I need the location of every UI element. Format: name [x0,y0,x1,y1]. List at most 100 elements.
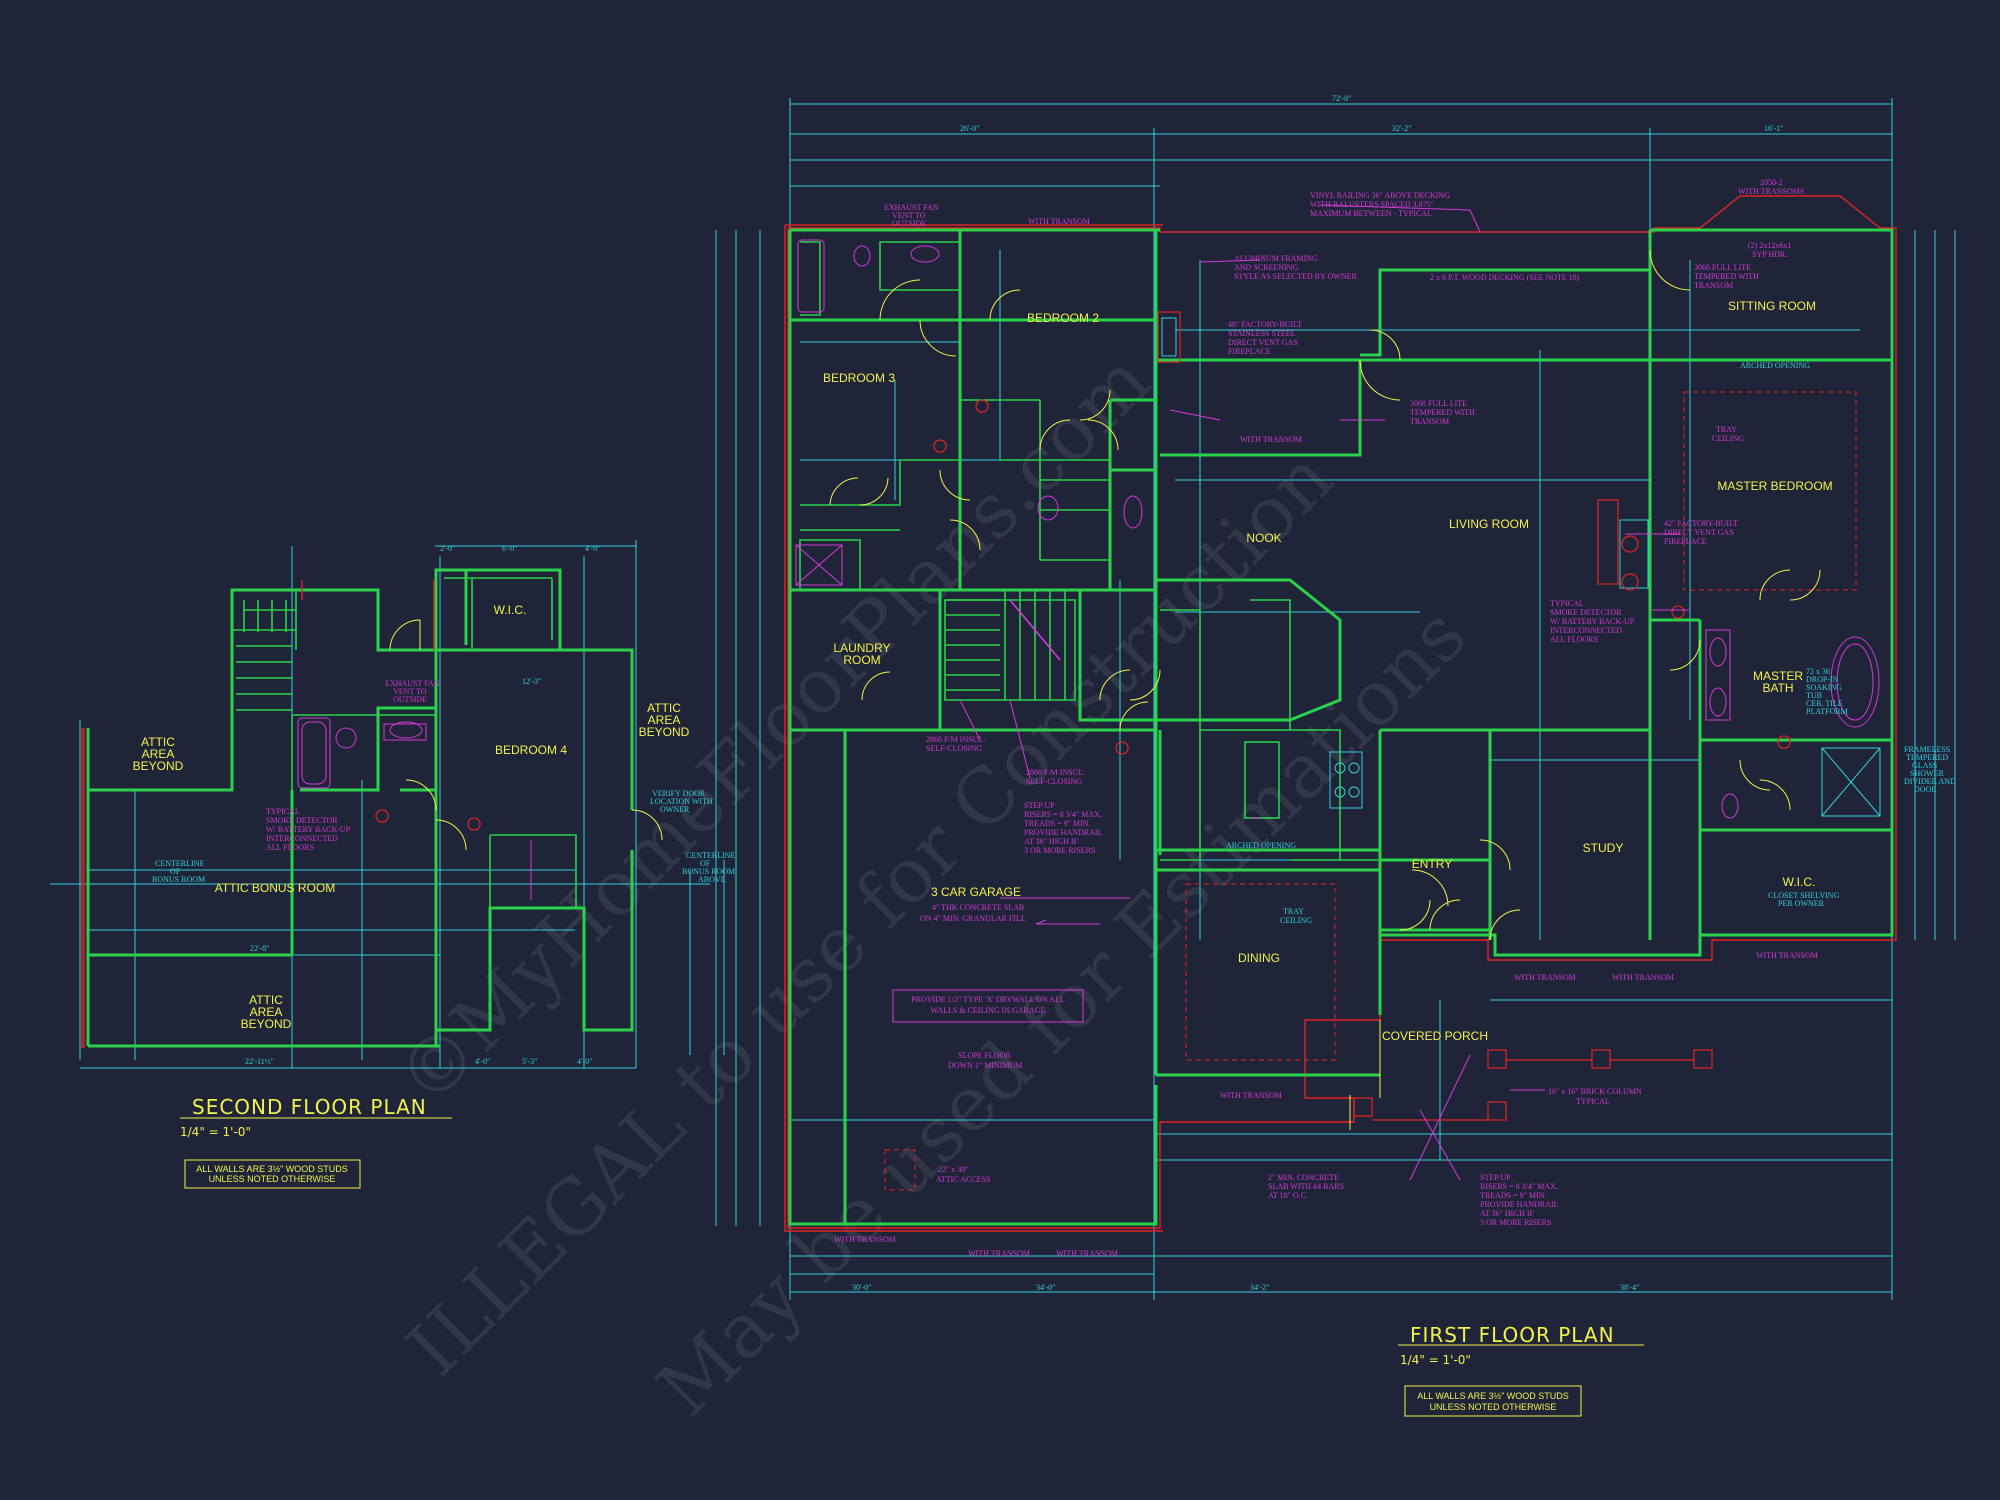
svg-text:STEP UP: STEP UP [1024,801,1055,810]
attic-right-line3: BEYOND [639,725,690,739]
svg-text:VINYL RAILING 36" ABOVE DECKIN: VINYL RAILING 36" ABOVE DECKING [1310,191,1450,200]
dim-bottom-a: 30'-0" [852,1283,871,1292]
second-floor-note-line2: UNLESS NOTED OTHERWISE [209,1174,336,1184]
svg-text:TYPICAL: TYPICAL [1576,1097,1610,1106]
first-floor-plan: 72'-8" 26'-0" 32'-2" 16'-1" 30'-0" 34'-0… [715,94,1956,1417]
first-floor-title: FIRST FLOOR PLAN [1410,1323,1615,1347]
master-bath-line1: MASTER [1753,669,1803,683]
svg-text:STEP UP: STEP UP [1480,1173,1511,1182]
decking-note: 2 x 6 P.T. WOOD DECKING (SEE NOTE 18) [1430,273,1580,282]
svg-text:4" THK CONCRETE SLAB: 4" THK CONCRETE SLAB [932,903,1024,912]
svg-text:DOWN 1" MINIMUM: DOWN 1" MINIMUM [948,1061,1022,1070]
covered-porch-label: COVERED PORCH [1382,1029,1488,1043]
svg-text:PROVIDE HANDRAIL: PROVIDE HANDRAIL [1480,1200,1559,1209]
svg-text:SLAB WITH #4 BARS: SLAB WITH #4 BARS [1268,1182,1344,1191]
svg-text:SELF-CLOSING: SELF-CLOSING [926,744,982,753]
svg-text:FIREPLACE: FIREPLACE [1228,347,1271,356]
svg-text:EXHAUST FAN: EXHAUST FAN [884,203,939,212]
svg-text:INTERCONNECTED: INTERCONNECTED [1550,626,1622,635]
svg-text:TRANSOM: TRANSOM [1694,281,1733,290]
svg-text:DIVIDER AND: DIVIDER AND [1904,777,1956,786]
svg-text:2'-0": 2'-0" [440,544,455,553]
svg-text:CENTERLINE: CENTERLINE [686,851,735,860]
svg-text:TREADS = 9" MIN.: TREADS = 9" MIN. [1024,819,1090,828]
svg-text:TRAY: TRAY [1716,425,1737,434]
svg-text:16" x 16" BRICK COLUMN: 16" x 16" BRICK COLUMN [1548,1087,1642,1096]
svg-text:3068 FULL LITE: 3068 FULL LITE [1410,399,1467,408]
svg-text:W/ BATTERY BACK-UP: W/ BATTERY BACK-UP [1550,617,1635,626]
svg-text:ALL FLOORS: ALL FLOORS [1550,635,1598,644]
svg-text:DROP-IN: DROP-IN [1806,675,1839,684]
svg-text:CEILING: CEILING [1280,916,1312,925]
svg-text:AND SCREENING: AND SCREENING [1234,263,1298,272]
dim-seg-a: 26'-0" [960,124,979,133]
svg-text:VENT TO: VENT TO [892,211,926,220]
svg-text:2" MIN. CONCRETE: 2" MIN. CONCRETE [1268,1173,1339,1182]
svg-text:TYPICAL: TYPICAL [1550,599,1584,608]
svg-text:OF: OF [170,867,181,876]
dim-bottom-c: 34'-2" [1250,1283,1269,1292]
closet-note: CLOSET SHELVING PER OWNER [1768,891,1840,908]
svg-text:BONUS ROOM: BONUS ROOM [682,867,735,876]
dim-seg-c: 16'-1" [1764,124,1783,133]
door-insul-note-2: 2868 F/M INSUL. SELF-CLOSING [1026,768,1085,786]
attic-bottom-line3: BEYOND [241,1017,292,1031]
sitting-size-note: (2) 2x12x6x1 SYP HDR. [1748,241,1791,259]
svg-text:AT 18" O.C.: AT 18" O.C. [1268,1191,1308,1200]
attic-right-line2: AREA [648,713,681,727]
svg-text:TUB: TUB [1806,691,1822,700]
svg-text:W/ BATTERY BACK-UP: W/ BATTERY BACK-UP [266,825,351,834]
attic-left-line3: BEYOND [133,759,184,773]
svg-text:OUTSIDE: OUTSIDE [892,219,926,228]
svg-text:SOAKING: SOAKING [1806,683,1842,692]
svg-text:ALL FLOORS: ALL FLOORS [266,843,314,852]
railing-note: VINYL RAILING 36" ABOVE DECKING WITH BAL… [1310,191,1450,218]
svg-text:STAINLESS STEEL: STAINLESS STEEL [1228,329,1296,338]
svg-text:SLOPE FLOOR: SLOPE FLOOR [958,1051,1011,1060]
laundry-label-line1: LAUNDRY [833,641,890,655]
svg-text:4'-0": 4'-0" [475,1057,490,1066]
svg-text:3 OR MORE RISERS: 3 OR MORE RISERS [1024,846,1095,855]
svg-text:CLOSET SHELVING: CLOSET SHELVING [1768,891,1840,900]
slab-note: 2" MIN. CONCRETE SLAB WITH #4 BARS AT 18… [1268,1173,1344,1200]
svg-text:PROVIDE 1/2" TYPE 'X' DRYWALL: PROVIDE 1/2" TYPE 'X' DRYWALL ON ALL [911,995,1065,1004]
svg-text:48" FACTORY-BUILT: 48" FACTORY-BUILT [1228,320,1302,329]
door-insul-note: 2868 F/M INSUL. SELF-CLOSING [926,735,985,753]
smoke-note-2f: TYPICAL SMOKE DETECTOR W/ BATTERY BACK-U… [266,807,351,852]
second-floor-scale: 1/4" = 1'-0" [180,1125,251,1139]
sitting-window-note: 2050-2 WITH TRANSOMS [1738,178,1804,196]
svg-text:AT 36" HIGH IF: AT 36" HIGH IF [1024,837,1079,846]
dim-overall-top: 72'-8" [1332,94,1351,103]
svg-text:RISERS = 8 3/4" MAX.: RISERS = 8 3/4" MAX. [1480,1182,1558,1191]
svg-text:CER. TILE: CER. TILE [1806,699,1843,708]
attic-bottom-line1: ATTIC [249,993,283,1007]
svg-text:PER OWNER: PER OWNER [1778,899,1825,908]
svg-text:OUTSIDE: OUTSIDE [393,695,427,704]
aluminum-note: ALUMINUM FRAMING AND SCREENING STYLE AS … [1234,254,1357,281]
nook-label: NOOK [1246,531,1281,545]
centerline-above-note: CENTERLINE OF BONUS ROOM ABOVE [682,851,735,884]
exhaust-note-1f: EXHAUST FAN VENT TO OUTSIDE [884,203,939,228]
door-transom-note-sitting: 3068 FULL LITE TEMPERED WITH TRANSOM [1694,263,1759,290]
attic-right-line1: ATTIC [647,701,681,715]
svg-text:LOCATION WITH: LOCATION WITH [650,797,713,806]
drywall-note: PROVIDE 1/2" TYPE 'X' DRYWALL ON ALL WAL… [911,995,1065,1015]
transom-note-garage-1: WITH TRANSOM [834,1235,896,1244]
shower-note: FRAMELESS TEMPERED GLASS SHOWER DIVIDER … [1904,745,1956,794]
verify-door-note: VERIFY DOOR LOCATION WITH OWNER [650,789,713,814]
first-floor-note-line1: ALL WALLS ARE 3½" WOOD STUDS [1417,1391,1569,1401]
svg-text:OF: OF [700,859,711,868]
svg-text:3068 FULL LITE: 3068 FULL LITE [1694,263,1751,272]
sitting-room-label: SITTING ROOM [1728,299,1816,313]
svg-text:RISERS = 8 3/4" MAX.: RISERS = 8 3/4" MAX. [1024,810,1102,819]
svg-text:TEMPERED: TEMPERED [1906,753,1948,762]
transom-note-wic: WITH TRANSOM [1756,951,1818,960]
study-label: STUDY [1583,841,1624,855]
svg-text:WITH BALUSTERS SPACED 3.875": WITH BALUSTERS SPACED 3.875" [1310,200,1434,209]
svg-text:PROVIDE HANDRAIL: PROVIDE HANDRAIL [1024,828,1103,837]
svg-text:22'-8": 22'-8" [250,944,269,953]
svg-text:SELF-CLOSING: SELF-CLOSING [1026,777,1082,786]
svg-text:DIRECT VENT GAS: DIRECT VENT GAS [1228,338,1298,347]
